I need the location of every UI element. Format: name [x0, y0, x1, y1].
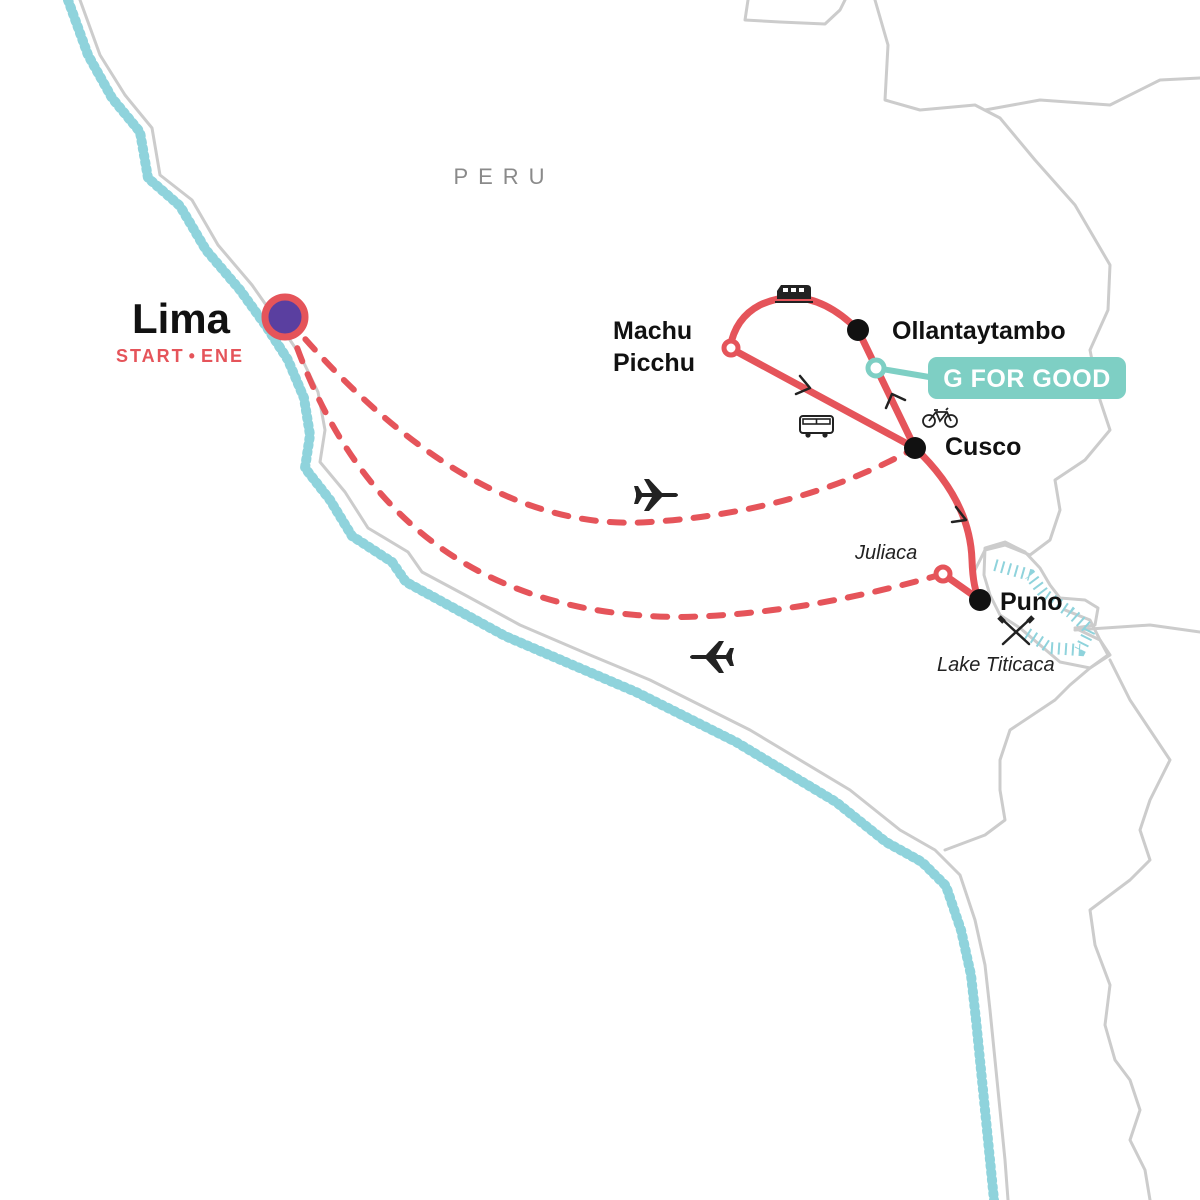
coastline: [63, 0, 1010, 1200]
bus-icon: [799, 415, 834, 438]
place-label-juliaca: Juliaca: [854, 542, 917, 564]
transport-icons: [634, 285, 1035, 673]
stop-label-machu-picchu-line1: Machu: [613, 317, 692, 345]
route-machu-picchu-cusco: [726, 344, 919, 452]
route-cusco-puno: [911, 444, 984, 604]
start-tag-end: ENE: [201, 346, 244, 366]
flight-route-lima-cusco: [284, 315, 918, 526]
start-city-label: Lima: [132, 295, 231, 342]
badge-label: G FOR GOOD: [943, 365, 1111, 393]
route-ollantaytambo-machu-picchu: [726, 294, 862, 352]
stop-markers: [261, 293, 991, 611]
coast-land-edge: [78, 0, 1010, 1200]
border-northeast: [983, 76, 1200, 112]
lake-hatch: [993, 559, 1098, 657]
border-north-notch: [743, 0, 847, 26]
place-label-lake-titicaca: Lake Titicaca: [937, 654, 1055, 676]
stop-marker-machu-picchu[interactable]: [721, 338, 741, 358]
kayak-paddles-icon: [997, 615, 1035, 646]
stop-label-machu-picchu-line2: Picchu: [613, 349, 695, 377]
stop-label-ollantaytambo: Ollantaytambo: [892, 317, 1066, 345]
stop-marker-juliaca[interactable]: [933, 564, 953, 584]
start-tag-separator: •: [189, 346, 197, 366]
stop-label-cusco: Cusco: [945, 433, 1021, 461]
arrow-chevron-icon: [950, 505, 968, 524]
arrow-chevron-icon: [884, 392, 907, 410]
border-south-chile: [1088, 658, 1172, 1200]
bicycle-icon: [922, 407, 958, 428]
badge-marker: [865, 357, 887, 379]
train-icon: [775, 285, 813, 303]
stop-marker-cusco[interactable]: [904, 437, 926, 459]
route-cusco-ollantaytambo: [854, 326, 919, 452]
airplane-icon: [634, 479, 678, 511]
start-tag-start: START: [116, 346, 185, 366]
airplane-icon: [690, 641, 734, 673]
flight-routes: [284, 315, 946, 621]
border-southeast: [1073, 623, 1200, 634]
stop-marker-puno[interactable]: [969, 589, 991, 611]
start-tag: START•ENE: [116, 346, 244, 366]
lake-outline: [982, 540, 1110, 670]
country-label: PERU: [453, 164, 554, 189]
arrow-chevron-icon: [794, 374, 812, 396]
coast-water-hatch: [63, 0, 999, 1200]
border-main-east: [873, 0, 1112, 572]
g-for-good-badge[interactable]: G FOR GOOD: [865, 357, 1126, 399]
stop-label-puno: Puno: [1000, 588, 1063, 616]
flight-route-juliaca-lima: [284, 315, 946, 621]
badge-pill: [928, 357, 1126, 399]
stop-marker-ollantaytambo[interactable]: [847, 319, 869, 341]
lake-titicaca-water: [982, 540, 1110, 670]
map-labels: PERU Lima START•ENE Machu Picchu Ollanta…: [116, 164, 1066, 676]
start-marker-lima[interactable]: [261, 293, 309, 341]
direction-arrows: [794, 374, 968, 524]
